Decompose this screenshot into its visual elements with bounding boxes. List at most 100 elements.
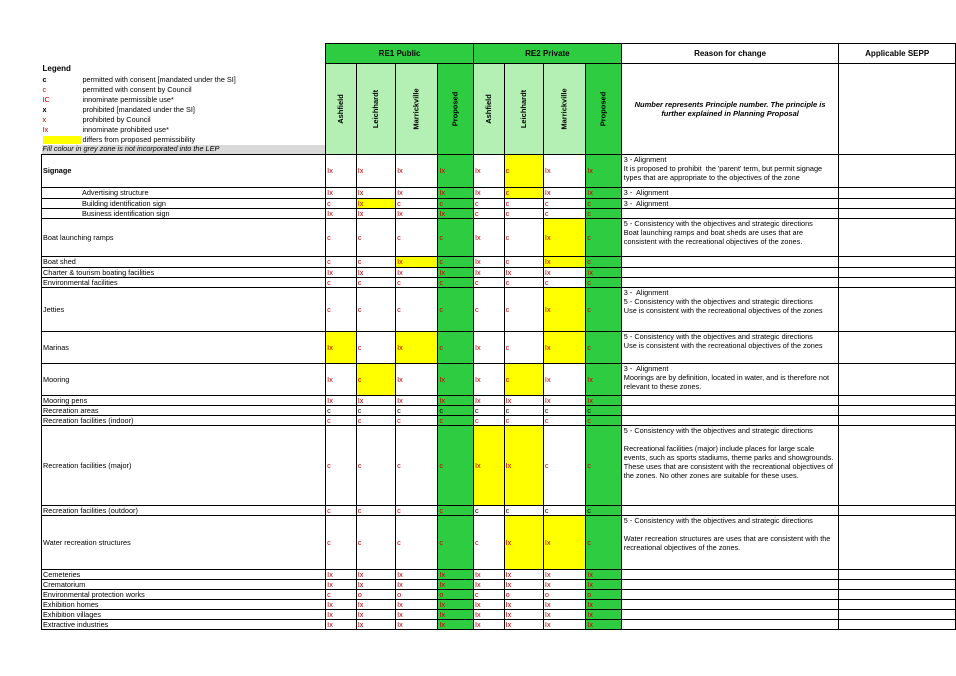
reason-cell	[620, 505, 840, 516]
permissibility-cell: o	[503, 589, 544, 600]
permissibility-cell: c	[503, 256, 544, 268]
permissibility-cell: Ix	[395, 154, 439, 188]
permissibility-cell: Ix	[355, 599, 397, 610]
permissibility-cell: c	[503, 287, 544, 332]
permissibility-cell: c	[325, 256, 357, 268]
sepp-header: Applicable SEPP	[838, 43, 956, 64]
permissibility-cell: c	[585, 415, 622, 426]
permissibility-cell: c	[503, 277, 544, 288]
permissibility-cell: Ix	[355, 395, 397, 406]
permissibility-cell: Ix	[542, 287, 587, 332]
reason-cell	[620, 405, 840, 416]
permissibility-cell: c	[395, 218, 439, 257]
permissibility-cell: Ix	[542, 599, 587, 610]
permissibility-cell: Ix	[585, 609, 622, 620]
permissibility-cell: Ix	[355, 569, 397, 580]
permissibility-cell: c	[472, 405, 505, 416]
legend-text: innominate prohibited use*	[82, 124, 169, 134]
permissibility-cell: c	[437, 405, 474, 416]
permissibility-cell: Ix	[355, 579, 397, 590]
permissibility-cell: c	[325, 218, 357, 257]
permissibility-cell: Ix	[472, 425, 505, 506]
col-re1-ashfield: Ashfield	[325, 63, 357, 155]
sepp-cell	[838, 589, 956, 600]
col-re2-marrickville: Marrickville	[542, 63, 587, 155]
permissibility-cell: c	[395, 405, 439, 416]
permissibility-cell: Ix	[472, 218, 505, 257]
sepp-cell	[838, 363, 956, 396]
permissibility-cell: Ix	[472, 331, 505, 364]
permissibility-cell: Ix	[395, 395, 439, 406]
legend-code: c	[42, 84, 47, 94]
legend-yellow-swatch	[42, 135, 82, 145]
permissibility-cell: Ix	[542, 395, 587, 406]
permissibility-cell: Ix	[437, 208, 474, 219]
land-use-label: Marinas	[40, 331, 327, 364]
permissibility-cell: Ix	[472, 599, 505, 610]
reason-cell	[620, 569, 840, 580]
land-use-label: Mooring pens	[40, 395, 327, 406]
permissibility-cell: Ix	[395, 208, 439, 219]
permissibility-cell: c	[472, 505, 505, 516]
permissibility-cell: c	[585, 287, 622, 332]
legend-text: differs from proposed permissibility	[82, 134, 196, 144]
permissibility-cell: Ix	[542, 187, 587, 199]
permissibility-cell: c	[355, 505, 397, 516]
permissibility-cell: c	[325, 198, 357, 209]
permissibility-cell: Ix	[395, 569, 439, 580]
permissibility-cell: c	[395, 277, 439, 288]
permissibility-cell: c	[542, 505, 587, 516]
sepp-header-blank	[838, 63, 956, 155]
sepp-cell	[838, 425, 956, 506]
permissibility-cell: c	[585, 208, 622, 219]
permissibility-cell: Ix	[472, 579, 505, 590]
permissibility-cell: c	[542, 415, 587, 426]
permissibility-cell: c	[503, 198, 544, 209]
land-use-label: Environmental facilities	[40, 277, 327, 288]
re2-private-header: RE2 Private	[472, 43, 622, 64]
permissibility-cell: Ix	[542, 515, 587, 570]
permissibility-cell: c	[325, 505, 357, 516]
col-re1-proposed: Proposed	[437, 63, 474, 155]
land-use-label: Cemeteries	[40, 569, 327, 580]
permissibility-cell: Ix	[472, 609, 505, 620]
reason-cell	[620, 415, 840, 426]
permissibility-cell: c	[585, 505, 622, 516]
permissibility-cell: Ix	[325, 267, 357, 278]
permissibility-cell: Ix	[472, 569, 505, 580]
sepp-cell	[838, 154, 956, 188]
permissibility-cell: Ix	[472, 395, 505, 406]
sepp-cell	[838, 198, 956, 209]
permissibility-cell: c	[437, 277, 474, 288]
col-re2-leichhardt: Leichhardt	[503, 63, 544, 155]
reason-cell: 5 - Consistency with the objectives and …	[620, 425, 840, 506]
permissibility-cell: c	[503, 154, 544, 188]
permissibility-cell: c	[325, 425, 357, 506]
permissibility-cell: c	[325, 415, 357, 426]
permissibility-cell: c	[503, 331, 544, 364]
permissibility-cell: c	[355, 363, 397, 396]
permissibility-cell: Ix	[542, 331, 587, 364]
permissibility-cell: Ix	[325, 363, 357, 396]
land-use-label: Exhibition homes	[40, 599, 327, 610]
permissibility-cell: c	[355, 425, 397, 506]
reason-cell: 3 - Alignment It is proposed to prohibit…	[620, 154, 840, 188]
permissibility-cell: Ix	[585, 363, 622, 396]
land-use-label: Building identification sign	[40, 198, 327, 209]
permissibility-cell: c	[437, 415, 474, 426]
permissibility-cell: Ix	[395, 187, 439, 199]
permissibility-cell: c	[325, 287, 357, 332]
permissibility-cell: Ix	[503, 579, 544, 590]
permissibility-cell: Ix	[503, 619, 544, 630]
